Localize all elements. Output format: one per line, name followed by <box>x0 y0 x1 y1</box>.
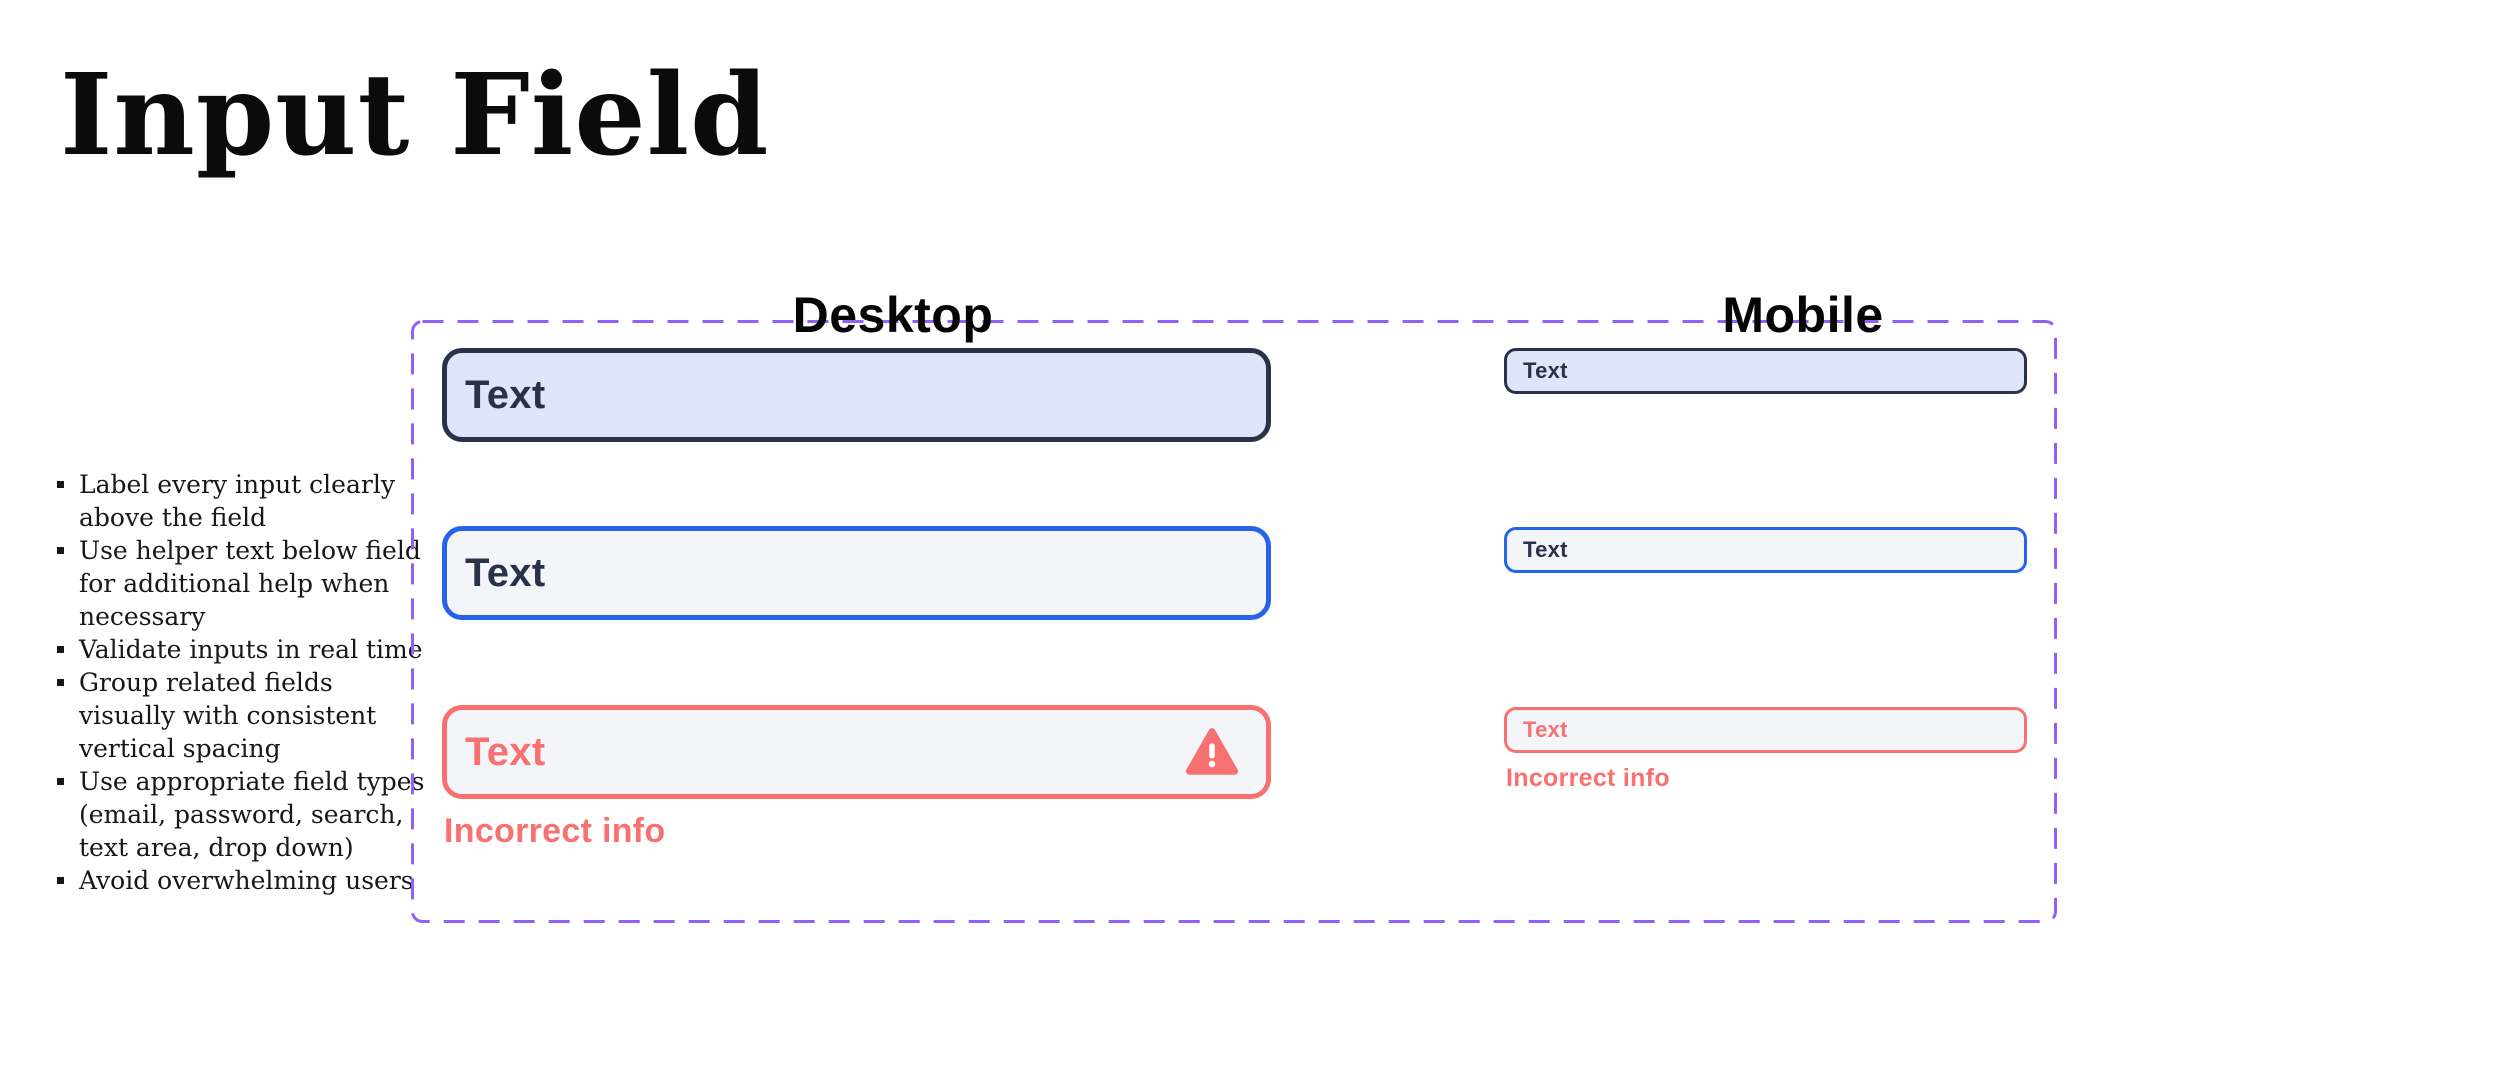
guideline-item: Group related fields visually with consi… <box>55 666 427 765</box>
mobile-column-heading: Mobile <box>1722 287 1884 343</box>
input-value: Text <box>1523 717 1568 742</box>
mobile-input-default[interactable]: Text <box>1504 348 2027 394</box>
desktop-input-error[interactable]: Text <box>442 705 1271 799</box>
guidelines-list: Label every input clearly above the fiel… <box>55 468 427 897</box>
desktop-column-heading: Desktop <box>792 287 994 343</box>
guideline-item: Avoid overwhelming users <box>55 864 427 897</box>
page-title: Input Field <box>60 50 770 181</box>
input-value: Text <box>1523 537 1568 562</box>
desktop-input-default[interactable]: Text <box>442 348 1271 442</box>
input-value: Text <box>1523 358 1568 383</box>
dashed-panel-border <box>411 320 2057 923</box>
warning-triangle-icon <box>1185 728 1239 775</box>
mobile-input-error[interactable]: Text <box>1504 707 2027 753</box>
input-value: Text <box>465 550 546 595</box>
guideline-item: Use appropriate field types (email, pass… <box>55 765 427 864</box>
guideline-item: Use helper text below field for addition… <box>55 534 427 633</box>
input-value: Text <box>465 372 546 417</box>
mobile-input-focused[interactable]: Text <box>1504 527 2027 573</box>
desktop-input-focused[interactable]: Text <box>442 526 1271 620</box>
guideline-item: Validate inputs in real time <box>55 633 427 666</box>
guideline-item: Label every input clearly above the fiel… <box>55 468 427 534</box>
mobile-error-message: Incorrect info <box>1506 764 1670 792</box>
input-value: Text <box>465 729 546 774</box>
desktop-error-message: Incorrect info <box>444 812 666 850</box>
